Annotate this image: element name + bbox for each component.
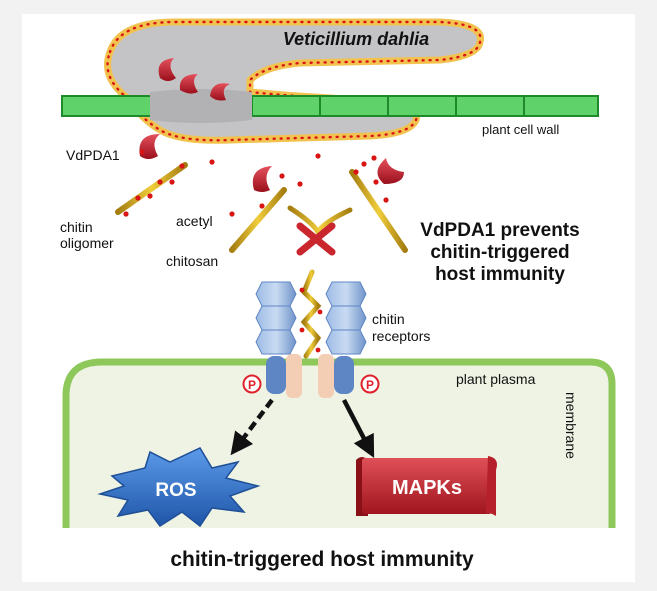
vdpda1-label: VdPDA1: [66, 147, 120, 163]
acetyl-dots: [139, 149, 377, 187]
receptor-right: [318, 281, 367, 398]
chitin-oligomer-label-1: chitin: [60, 219, 93, 235]
organism-title: Veticillium dahlia: [283, 29, 429, 49]
arrow-to-mapks: [342, 398, 375, 458]
membrane-label-1: plant plasma: [456, 371, 536, 387]
statement-line-3: host immunity: [435, 264, 565, 285]
cell-wall-label: plant cell wall: [482, 122, 559, 137]
mapks-box: MAPKs: [356, 456, 497, 516]
membrane-label-2: membrane: [563, 392, 579, 459]
effector-cluster: [158, 58, 230, 101]
chitin-oligomer-label-2: oligomer: [60, 235, 114, 251]
receptors-label-2: receptors: [372, 328, 430, 344]
blocked-binding: [287, 205, 353, 256]
vdpda1-effector-left: [139, 134, 160, 159]
receptors-label-1: chitin: [372, 311, 405, 327]
ros-label: ROS: [155, 480, 196, 501]
chitin-strand-right: [349, 161, 408, 253]
chitosan-label: chitosan: [166, 253, 218, 269]
statement-line-2: chitin-triggered: [430, 242, 569, 263]
phospho-left: P: [242, 374, 262, 394]
chitin-receptors: [255, 269, 367, 398]
phospho-right-label: P: [366, 378, 374, 392]
statement-line-1: VdPDA1 prevents: [420, 220, 579, 241]
vdpda1-effector-right: [377, 158, 404, 184]
phospho-left-label: P: [248, 378, 256, 392]
chitin-oligomer: [115, 162, 188, 217]
receptor-left: [255, 281, 302, 398]
hypha-penetration: [150, 89, 252, 123]
cross-mark: [296, 222, 336, 256]
chitosan-molecule: [229, 173, 287, 253]
plant-cell-wall: [61, 95, 599, 117]
mapks-label: MAPKs: [392, 477, 462, 499]
arrow-to-ros: [230, 398, 274, 456]
ros-burst: ROS: [97, 447, 261, 528]
phospho-right: P: [360, 374, 380, 394]
vdpda1-effector-middle: [252, 166, 272, 192]
bottom-caption: chitin-triggered host immunity: [170, 548, 474, 571]
acetyl-label: acetyl: [176, 213, 213, 229]
